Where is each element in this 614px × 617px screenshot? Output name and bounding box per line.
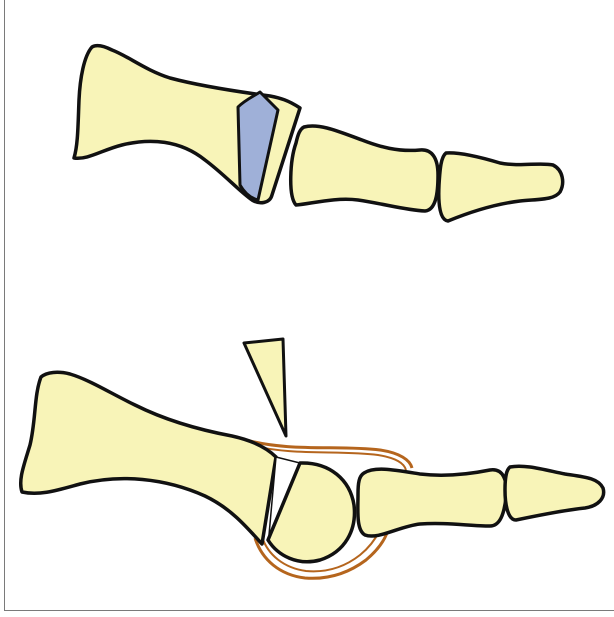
distal-phalanx-top <box>439 153 563 221</box>
proximal-phalanx-top <box>291 126 438 211</box>
panel-after-osteotomy <box>21 339 604 578</box>
panel-before-osteotomy <box>74 46 563 221</box>
removed-wedge <box>244 339 286 436</box>
metatarsal-bone-bottom <box>21 372 276 544</box>
distal-phalanx-bottom <box>505 466 604 520</box>
proximal-phalanx-bottom <box>358 469 507 536</box>
